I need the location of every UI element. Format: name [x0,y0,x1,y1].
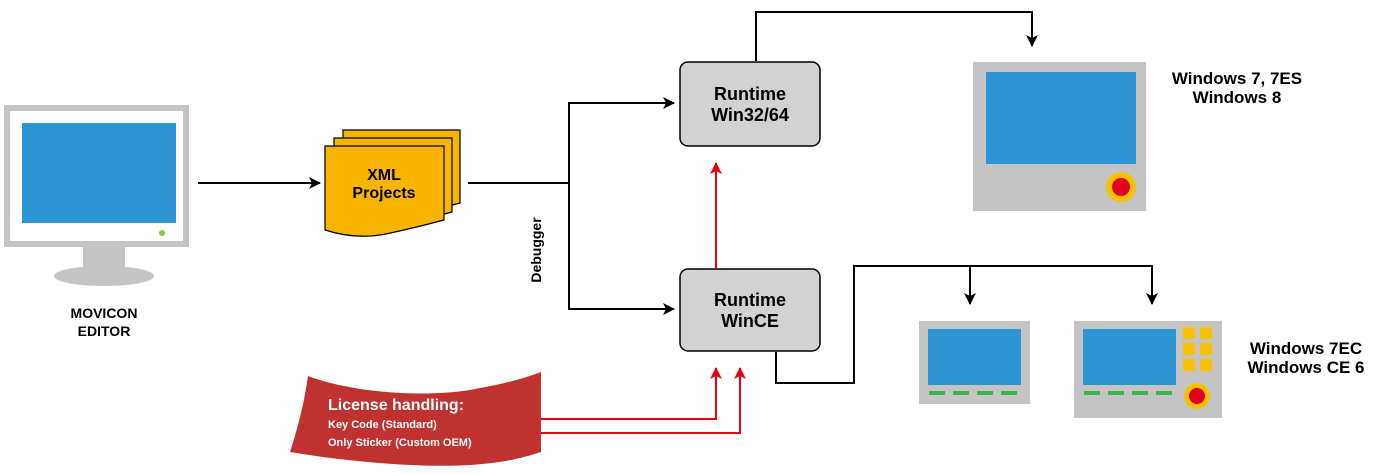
industrial-panel-icon [973,62,1146,211]
xml-label-line2: Projects [352,185,415,202]
license-item-sticker: Only Sticker (Custom OEM) [328,437,472,449]
debugger-label: Debugger [528,217,544,283]
monitor-icon [4,105,189,286]
runtime-wince-line2: WinCE [721,311,779,331]
hmi-panel-icon [919,321,1030,404]
editor-label-line2: EDITOR [78,323,131,339]
license-title: License handling: [328,397,464,414]
editor-label-line1: MOVICON [71,305,138,321]
runtime-wince-line1: Runtime [714,290,786,310]
connector-win32-to-panel [755,11,1038,61]
runtime-wince-box [679,268,821,352]
runtime-win32-line2: Win32/64 [711,105,789,125]
branch-connector [468,103,570,309]
hmi-keypad-panel-icon [1074,321,1222,418]
document-stack-icon [324,129,461,237]
os-win32-line2: Windows 8 [1193,88,1282,107]
flag-banner-icon [290,372,541,466]
os-wince-line1: Windows 7EC [1250,339,1362,358]
license-item-key-code: Key Code (Standard) [328,419,437,431]
xml-label-line1: XML [367,167,401,184]
runtime-win32-box [679,61,821,147]
os-wince-line2: Windows CE 6 [1248,358,1365,377]
os-win32-line1: Windows 7, 7ES [1172,69,1302,88]
license-arrows [541,367,746,434]
runtime-win32-line1: Runtime [714,84,786,104]
connector-wince-to-panels [775,265,1158,384]
